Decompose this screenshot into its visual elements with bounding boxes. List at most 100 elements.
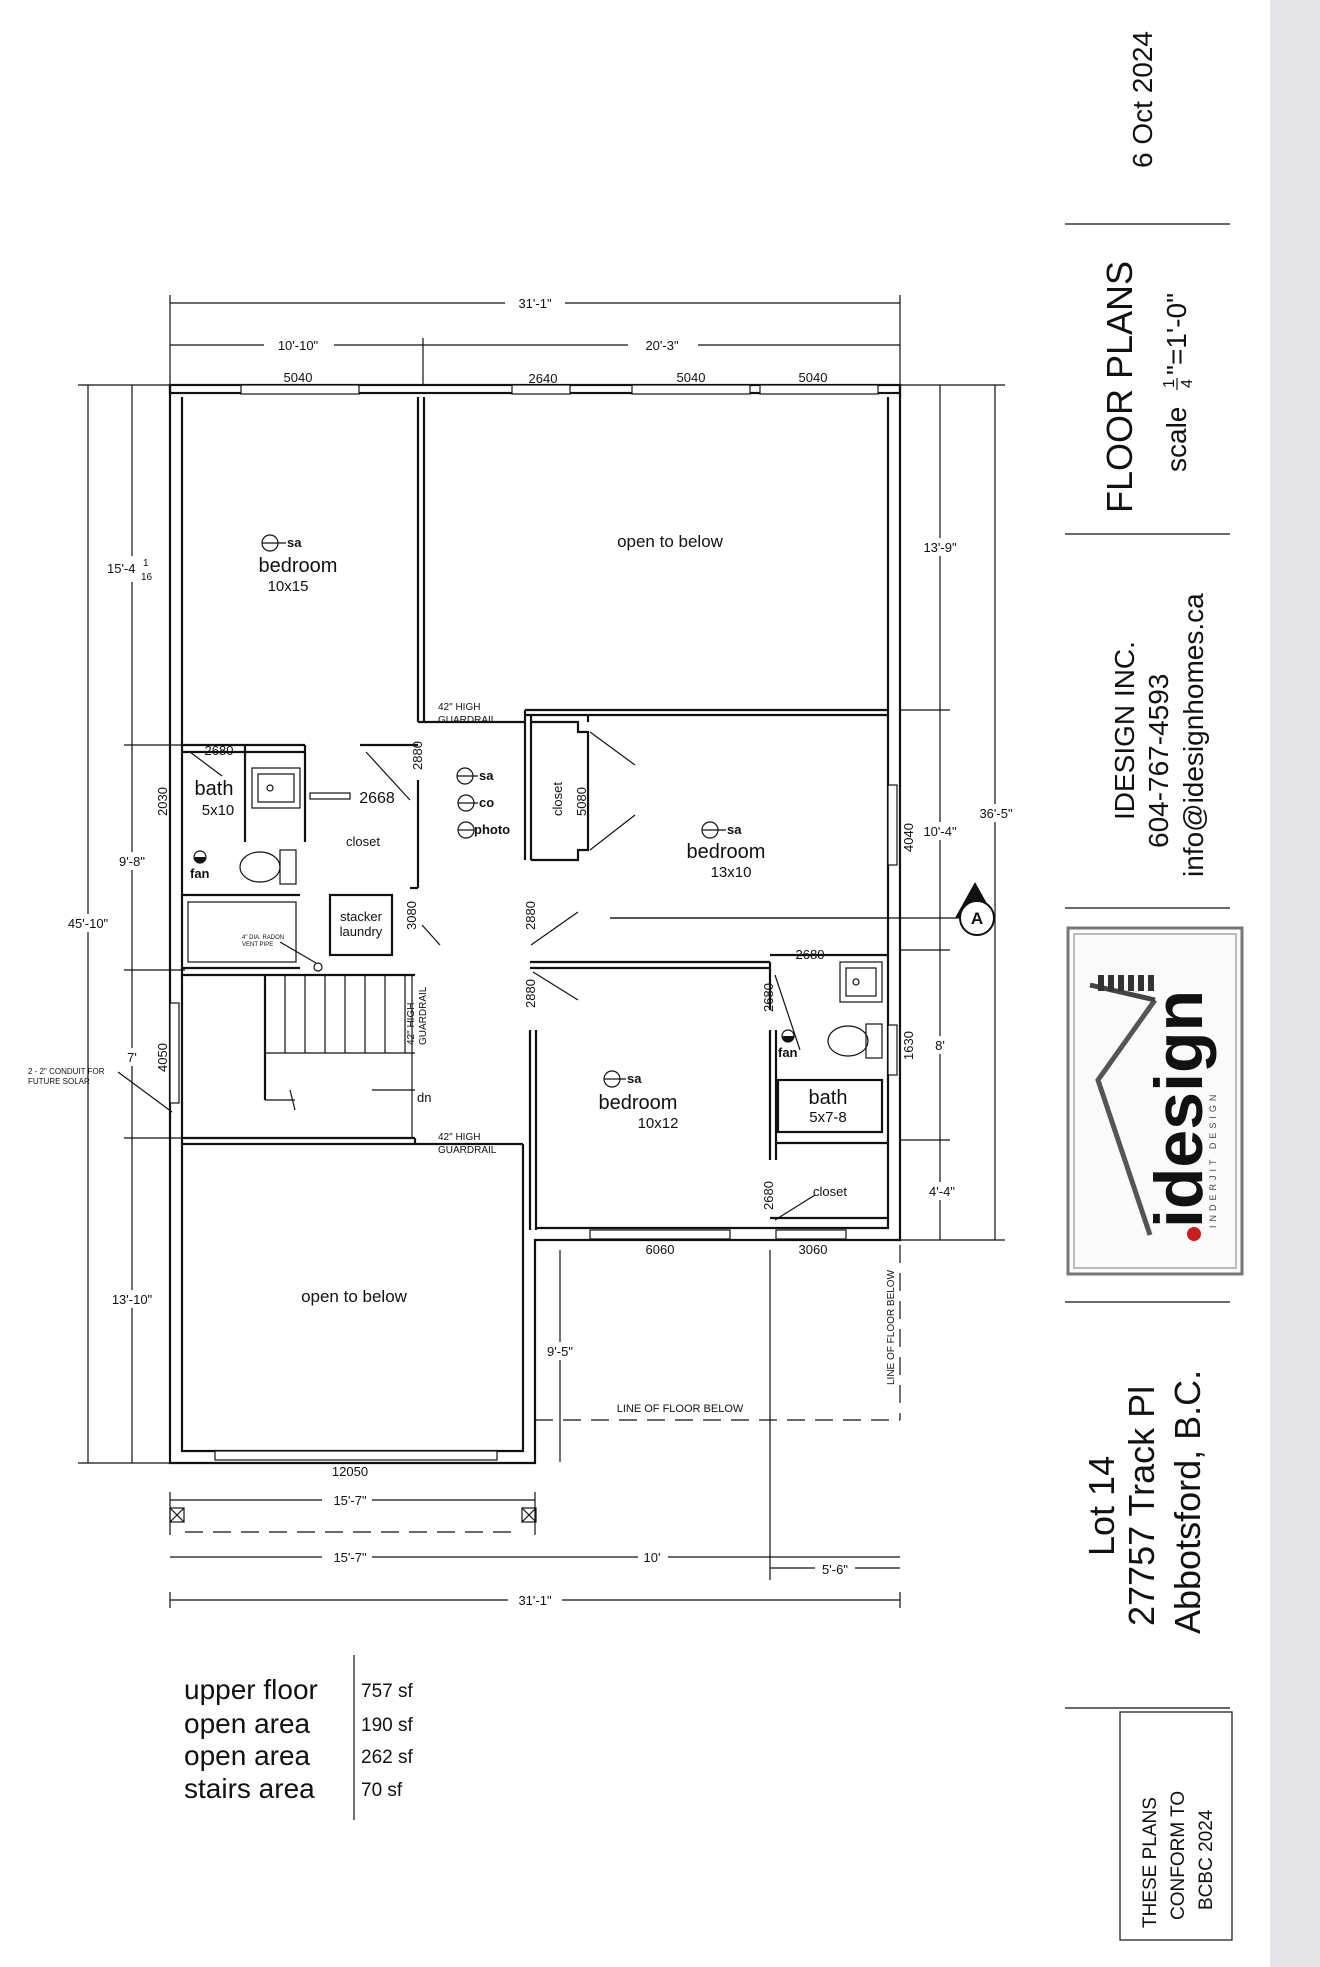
company-email: info@idesignhomes.ca bbox=[1178, 593, 1209, 877]
dim-left-d: 13'-10" bbox=[112, 1292, 153, 1307]
section-marker-icon: A bbox=[610, 882, 995, 936]
door-tag: 2680 bbox=[796, 947, 825, 962]
scale-prefix: scale bbox=[1161, 407, 1192, 472]
area-label-stairs: stairs area bbox=[184, 1773, 315, 1804]
svg-text:photo: photo bbox=[474, 822, 510, 837]
closet-b-label: closet bbox=[550, 782, 565, 816]
radon-note-1: 4" DIA. RADON bbox=[242, 935, 284, 941]
window-tag: 5040 bbox=[799, 370, 828, 385]
dim-left-a: 15'-4 bbox=[107, 561, 136, 576]
guardrail-note-stair-1: 42" HIGH bbox=[406, 1003, 417, 1045]
logo-tagline: INDERJIT DESIGN bbox=[1208, 1091, 1218, 1228]
smoke-alarm-icon: sa bbox=[456, 767, 494, 785]
bath2-size: 5x7-8 bbox=[809, 1109, 847, 1126]
area-label-open-area-2: open area bbox=[184, 1740, 311, 1771]
area-schedule: upper floor 757 sf open area 190 sf open… bbox=[184, 1655, 413, 1820]
logo-chimney bbox=[1098, 975, 1154, 991]
bath2-name: bath bbox=[809, 1087, 848, 1109]
floor-below-label-horizontal: LINE OF FLOOR BELOW bbox=[617, 1403, 744, 1415]
title-block: 6 Oct 2024 FLOOR PLANS scale 1 4 "=1'-0"… bbox=[1065, 31, 1244, 1941]
photo-sensor-icon: photo bbox=[457, 821, 510, 839]
door-tag: 2668 bbox=[359, 790, 395, 807]
scale-suffix: "=1'-0" bbox=[1161, 293, 1192, 375]
window-tag: 5040 bbox=[284, 370, 313, 385]
idesign-logo: idesign INDERJIT DESIGN bbox=[1066, 926, 1244, 1276]
window-tag: 4050 bbox=[155, 1043, 170, 1072]
exhaust-fan-icon: fan bbox=[190, 850, 210, 881]
radon-note-2: VENT PIPE bbox=[242, 942, 273, 948]
door-tag: 1630 bbox=[901, 1031, 916, 1060]
logo-red-dot bbox=[1187, 1227, 1201, 1241]
area-value-stairs: 70 sf bbox=[361, 1780, 403, 1801]
bedroom3-size: 10x12 bbox=[638, 1115, 679, 1132]
opening-tags: 5040 2640 5040 5040 2680 2030 2668 2880 … bbox=[155, 370, 916, 1479]
room-labels: bedroom 10x15 open to below bath 5x10 cl… bbox=[195, 532, 848, 1306]
dim-width-right: 20'-3" bbox=[645, 338, 679, 353]
door-tag: 2880 bbox=[410, 741, 425, 770]
solar-conduit-note-2: FUTURE SOLAR bbox=[28, 1077, 90, 1086]
stair-down-label: dn bbox=[417, 1090, 431, 1105]
door-tag: 2680 bbox=[205, 743, 234, 758]
laundry-line-1: stacker bbox=[340, 909, 383, 924]
dim-inner-9-5: 9'-5" bbox=[547, 1344, 573, 1359]
area-value-upper-floor: 757 sf bbox=[361, 1681, 413, 1702]
exhaust-fan-icon: fan bbox=[778, 1029, 798, 1060]
closet-c-label: closet bbox=[813, 1184, 847, 1199]
co-alarm-icon: co bbox=[457, 794, 494, 812]
dim-width-left: 10'-10" bbox=[278, 338, 319, 353]
bath1-size: 5x10 bbox=[202, 802, 235, 819]
door-tag: 2880 bbox=[523, 979, 538, 1008]
dim-left-a-den: 16 bbox=[141, 572, 153, 583]
conform-line-3: BCBC 2024 bbox=[1196, 1809, 1217, 1910]
dim-overall-depth: 45'-10" bbox=[68, 916, 109, 931]
windows bbox=[169, 384, 898, 1461]
floor-below-lines: LINE OF FLOOR BELOW LINE OF FLOOR BELOW bbox=[535, 1245, 901, 1421]
conform-line-2: CONFORM TO bbox=[1168, 1791, 1189, 1920]
plan-date: 6 Oct 2024 bbox=[1127, 31, 1158, 168]
dim-right-a: 13'-9" bbox=[923, 540, 957, 555]
bath1-tub bbox=[187, 901, 297, 963]
window-tag: 6060 bbox=[646, 1242, 675, 1257]
window-tag: 2640 bbox=[529, 371, 558, 386]
dim-bottom-b: 15'-7" bbox=[333, 1550, 367, 1565]
area-label-open-area-1: open area bbox=[184, 1708, 311, 1739]
stairs bbox=[265, 974, 415, 1138]
svg-text:fan: fan bbox=[190, 866, 210, 881]
guardrail-note-bottom-2: GUARDRAIL bbox=[438, 1145, 497, 1156]
dim-bottom-a: 15'-7" bbox=[333, 1493, 367, 1508]
fixtures bbox=[169, 767, 883, 1523]
svg-text:A: A bbox=[971, 909, 983, 928]
site-address: 27757 Track Pl bbox=[1121, 1386, 1162, 1626]
bedroom2-name: bedroom bbox=[687, 841, 766, 863]
bath1-toilet bbox=[279, 849, 297, 885]
code-conformance-box: THESE PLANS CONFORM TO BCBC 2024 bbox=[1119, 1711, 1233, 1941]
dim-bottom-c: 10' bbox=[644, 1550, 661, 1565]
laundry-line-2: laundry bbox=[340, 924, 383, 939]
lot-number: Lot 14 bbox=[1081, 1456, 1122, 1556]
svg-text:sa: sa bbox=[287, 535, 302, 550]
svg-text:fan: fan bbox=[778, 1045, 798, 1060]
area-value-open-area-1: 190 sf bbox=[361, 1715, 413, 1736]
logo-roof-line bbox=[1095, 998, 1158, 1236]
scale-numerator: 1 bbox=[1161, 379, 1178, 388]
svg-text:sa: sa bbox=[627, 1071, 642, 1086]
window-tag: 5040 bbox=[677, 370, 706, 385]
dim-right-b: 10'-4" bbox=[923, 824, 957, 839]
plan-scale: scale 1 4 "=1'-0" bbox=[1161, 293, 1196, 472]
solar-conduit-note-1: 2 - 2" CONDUIT FOR bbox=[28, 1067, 105, 1076]
company-phone: 604-767-4593 bbox=[1143, 674, 1174, 848]
site-city: Abbotsford, B.C. bbox=[1167, 1370, 1208, 1634]
dim-right-total: 36'-5" bbox=[979, 806, 1013, 821]
vertical-scrollbar[interactable] bbox=[1270, 0, 1320, 1967]
door-tag: 2680 bbox=[761, 983, 776, 1012]
svg-text:sa: sa bbox=[727, 822, 742, 837]
dim-right-c: 8' bbox=[935, 1038, 945, 1053]
area-value-open-area-2: 262 sf bbox=[361, 1747, 413, 1768]
open-to-below-lower: open to below bbox=[301, 1287, 408, 1306]
window-tag: 3060 bbox=[799, 1242, 828, 1257]
scale-denominator: 4 bbox=[1179, 379, 1196, 388]
dim-left-c: 7' bbox=[127, 1050, 137, 1065]
bedroom3-name: bedroom bbox=[599, 1092, 678, 1114]
svg-text:sa: sa bbox=[479, 768, 494, 783]
